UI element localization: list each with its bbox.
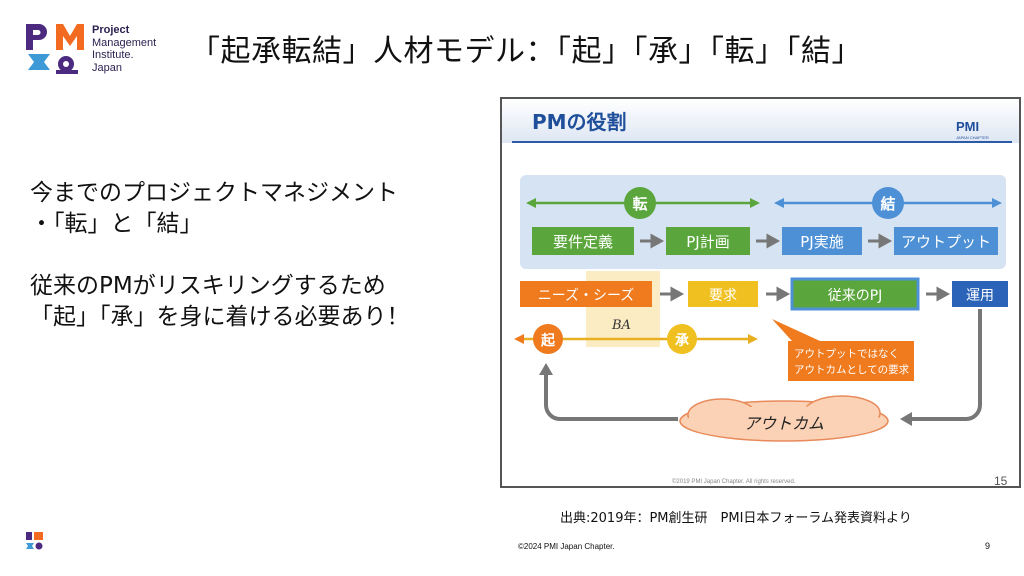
body-line-3: 従来のPMがリスキリングするため [30, 273, 386, 299]
ba-label: BA [611, 318, 631, 333]
slide-title: PMの役割 [532, 110, 627, 134]
footer-copyright: ©2024 PMI Japan Chapter. [518, 542, 615, 551]
slide-diagram: PMの役割 PMI JAPAN CHAPTER 転 結 要件定義 PJ計画 PJ… [502, 99, 1019, 488]
logo-wordmark: Project Management Institute. Japan [92, 24, 156, 74]
circle-ten [624, 187, 656, 219]
logo-line-project: Project [92, 24, 130, 36]
box-operation [952, 281, 1008, 307]
circle-ki-label: 起 [540, 332, 556, 349]
slide-header-band [502, 99, 1019, 143]
box-pj-plan [666, 227, 750, 255]
box-pj-exec [782, 227, 862, 255]
logo-line-management: Management [92, 36, 157, 49]
svg-text:PJ実施: PJ実施 [800, 233, 843, 251]
slide-copyright: ©2019 PMI Japan Chapter. All rights rese… [672, 478, 796, 485]
slide-chapter-logo: PMI [956, 119, 979, 134]
body-line-1: 今までのプロジェクトマネジメント [30, 180, 398, 206]
slide-chapter-sub: JAPAN CHAPTER [956, 135, 989, 140]
circle-sho-label: 承 [675, 333, 689, 349]
svg-text:PJ計画: PJ計画 [686, 233, 729, 251]
box-request [688, 281, 758, 307]
box-conventional-pj [790, 277, 920, 311]
body-text: 今までのプロジェクトマネジメント ・「転」と「結」 従来のPMがリスキリングする… [30, 178, 410, 333]
svg-text:従来のPJ: 従来のPJ [828, 288, 883, 304]
svg-text:アウトプット: アウトプット [901, 233, 991, 251]
circle-ki [533, 324, 563, 354]
circle-ketsu [872, 187, 904, 219]
callout-line-2: アウトカムとしての要求 [794, 364, 910, 376]
slide-number: 15 [994, 474, 1008, 488]
callout-box [788, 341, 914, 381]
svg-text:要求: 要求 [709, 288, 737, 304]
page-title: 「起承転結」人材モデル：「起」「承」「転」「結」 [190, 34, 862, 69]
outcome-label: アウトカム [744, 414, 824, 433]
box-requirements-def [532, 227, 634, 255]
box-needs-seeds [520, 281, 652, 307]
embedded-slide: PMの役割 PMI JAPAN CHAPTER 転 結 要件定義 PJ計画 PJ… [500, 97, 1021, 488]
svg-text:要件定義: 要件定義 [553, 233, 613, 251]
pmi-japan-logo [26, 24, 84, 74]
logo-line-institute: Institute. [92, 49, 134, 61]
page-number: 9 [985, 541, 991, 551]
box-output [894, 227, 998, 255]
svg-text:運用: 運用 [966, 288, 994, 304]
logo-line-japan: Japan [92, 61, 122, 74]
body-line-2: ・「転」と「結」 [30, 211, 203, 237]
circle-ten-label: 転 [632, 195, 647, 213]
circle-ketsu-label: 結 [880, 195, 895, 213]
svg-text:ニーズ・シーズ: ニーズ・シーズ [538, 288, 635, 304]
circle-sho [667, 324, 697, 354]
outcome-cloud [679, 395, 889, 442]
source-citation: 出典:2019年：PM創生研 PMI日本フォーラム発表資料より [560, 511, 912, 526]
body-line-4: 「起」「承」を身に着ける必要あり！ [30, 304, 410, 330]
callout-line-1: アウトプットではなく [794, 348, 899, 360]
pmi-small-logo [26, 532, 43, 550]
